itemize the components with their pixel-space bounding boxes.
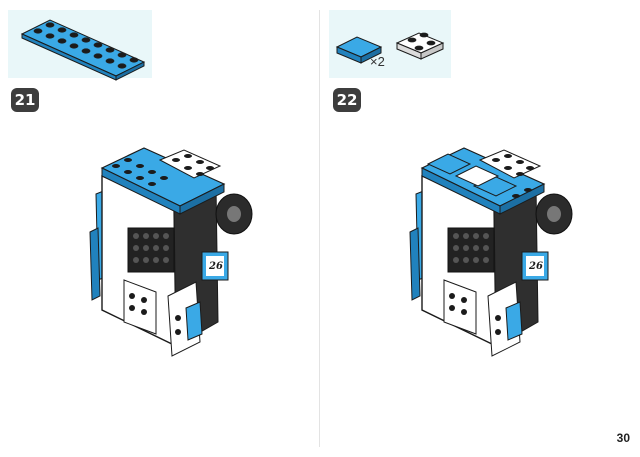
blue-tile-2x2-part: [335, 36, 383, 64]
robot-badge-label-step-22: 26: [529, 261, 543, 272]
parts-callout-step-22: [329, 10, 451, 78]
page-divider: [319, 10, 320, 447]
blue-plate-2x8-part: [20, 19, 146, 81]
robot-badge-label-step-21: 26: [209, 261, 223, 272]
page-number: 30: [616, 431, 630, 445]
step-number-22: 22: [333, 88, 361, 112]
parts-callout-step-21: [8, 10, 152, 81]
step-number-21: 21: [11, 88, 39, 112]
robot-model-step-22: [409, 147, 573, 357]
robot-model-step-21: [89, 147, 253, 357]
white-plate-2x2-part: [395, 32, 445, 60]
part-quantity: ×2: [370, 54, 385, 69]
